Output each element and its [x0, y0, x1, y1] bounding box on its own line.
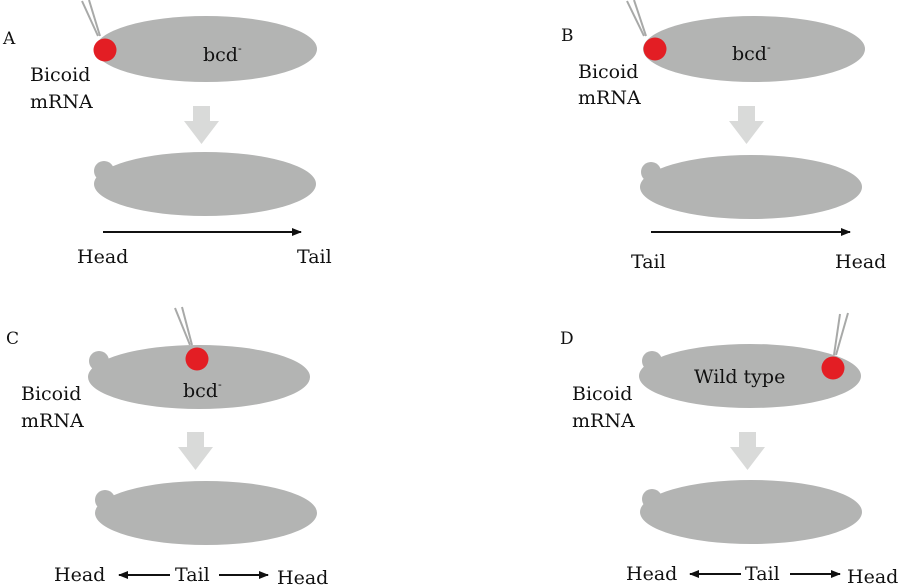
bicoid-mrna-dot [93, 38, 117, 62]
panel-letter: A [2, 29, 16, 49]
embryo-result [95, 481, 317, 545]
injection-needle-icon [88, 0, 101, 37]
bicoid-mrna-dot [185, 347, 209, 371]
axis-center-label: Tail [745, 563, 780, 585]
panel-letter: D [560, 329, 574, 349]
embryo-genotype-label: bcd- [203, 42, 242, 66]
down-arrow-icon [729, 106, 764, 144]
embryo-result [640, 480, 862, 544]
axis-left-label: Tail [631, 251, 666, 273]
down-arrow-icon [730, 432, 765, 470]
axis-left-label: Head [54, 564, 105, 586]
bicoid-label-line2: mRNA [572, 410, 635, 432]
axis-left-label: Head [626, 563, 677, 585]
down-arrow-icon [184, 106, 219, 144]
injection-needle-icon [833, 313, 841, 356]
injection-needle-icon [633, 0, 647, 37]
panel-d: D Wild type Bicoid mRNA Head Tail Head [560, 312, 898, 586]
axis-right-label: Head [277, 567, 328, 586]
panel-a: A bcd- Bicoid mRNA Head Tail [2, 0, 332, 268]
panel-letter: C [6, 329, 19, 349]
embryo-top [639, 344, 861, 408]
bicoid-label-line1: Bicoid [21, 383, 81, 405]
axis-center-label: Tail [175, 564, 210, 586]
panel-b: B bcd- Bicoid mRNA Tail Head [561, 0, 886, 273]
bicoid-mrna-dot [821, 356, 845, 380]
embryo-top [643, 16, 865, 82]
axis-right-label: Head [847, 566, 898, 586]
bicoid-label-line1: Bicoid [30, 64, 90, 86]
bicoid-label-line2: mRNA [21, 410, 84, 432]
down-arrow-icon [178, 432, 213, 470]
injection-needle-icon [835, 312, 849, 356]
embryo-genotype-label: bcd- [732, 41, 771, 65]
embryo-genotype-label: Wild type [694, 366, 785, 388]
embryo-result [640, 155, 862, 219]
axis-right-label: Tail [297, 246, 332, 268]
axis-right-label: Head [835, 251, 886, 273]
injection-needle-icon [174, 307, 191, 346]
injection-needle-icon [81, 0, 99, 37]
embryo-top [95, 16, 317, 82]
panel-letter: B [561, 26, 574, 46]
embryo-genotype-label: bcd- [183, 378, 222, 402]
bicoid-mrna-dot [643, 37, 667, 61]
panel-c: C bcd- Bicoid mRNA Head Tail Head [6, 306, 328, 586]
injection-needle-icon [626, 0, 645, 37]
bicoid-label-line2: mRNA [578, 87, 641, 109]
embryo-top [88, 345, 310, 409]
bicoid-label-line2: mRNA [30, 91, 93, 113]
bicoid-label-line1: Bicoid [572, 383, 632, 405]
embryo-result [94, 152, 316, 216]
axis-left-label: Head [77, 246, 128, 268]
bicoid-label-line1: Bicoid [578, 61, 638, 83]
injection-needle-icon [181, 306, 193, 346]
